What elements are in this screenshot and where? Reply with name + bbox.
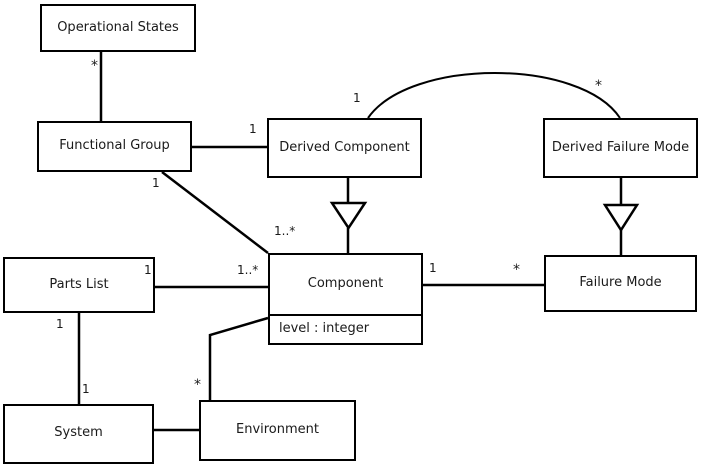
multiplicity-derived-failure-mode-arc: * xyxy=(595,78,602,94)
multiplicity-component-failure-mode: 1 xyxy=(429,261,437,275)
multiplicity-parts-list-component: 1 xyxy=(144,263,152,277)
class-box-derived-component[interactable]: Derived Component xyxy=(267,118,422,178)
class-name-operational-states: Operational States xyxy=(57,19,179,35)
class-name-failure-mode: Failure Mode xyxy=(579,275,662,291)
multiplicity-functional-group-derived-component: 1 xyxy=(249,122,257,136)
class-attribute-component-level: level : integer xyxy=(279,321,370,336)
class-box-functional-group[interactable]: Functional Group xyxy=(37,121,192,172)
class-name-derived-component: Derived Component xyxy=(279,139,410,155)
class-box-system[interactable]: System xyxy=(3,404,154,464)
class-box-environment[interactable]: Environment xyxy=(199,400,356,461)
class-name-component: Component xyxy=(270,255,421,316)
multiplicity-component-parts-list: 1..* xyxy=(237,263,259,277)
edge-derived-component-derived-failure-mode xyxy=(367,72,621,119)
multiplicity-functional-group-component: 1 xyxy=(152,176,160,190)
class-name-parts-list: Parts List xyxy=(49,276,109,292)
multiplicity-environment-component: * xyxy=(194,377,201,393)
class-box-derived-failure-mode[interactable]: Derived Failure Mode xyxy=(543,118,698,178)
multiplicity-operational-states-functional-group: * xyxy=(91,58,98,74)
class-box-failure-mode[interactable]: Failure Mode xyxy=(544,255,697,312)
class-name-system: System xyxy=(54,424,103,440)
multiplicity-component-functional-group: 1..* xyxy=(274,224,296,238)
class-name-functional-group: Functional Group xyxy=(59,138,170,154)
generalization-triangle-failure-mode xyxy=(602,203,640,233)
multiplicity-system-parts-list: 1 xyxy=(82,382,90,396)
edge-environment-component xyxy=(208,316,269,400)
class-name-derived-failure-mode: Derived Failure Mode xyxy=(551,139,690,155)
multiplicity-failure-mode-component: * xyxy=(513,262,520,278)
edge-functional-group-component xyxy=(161,171,269,254)
class-box-operational-states[interactable]: Operational States xyxy=(40,4,196,52)
multiplicity-parts-list-system: 1 xyxy=(56,317,64,331)
class-box-parts-list[interactable]: Parts List xyxy=(3,257,155,313)
multiplicity-derived-component-arc: 1 xyxy=(353,91,361,105)
generalization-triangle-component xyxy=(329,201,368,231)
class-box-component[interactable]: Component level : integer xyxy=(268,253,423,345)
class-name-environment: Environment xyxy=(235,422,319,438)
